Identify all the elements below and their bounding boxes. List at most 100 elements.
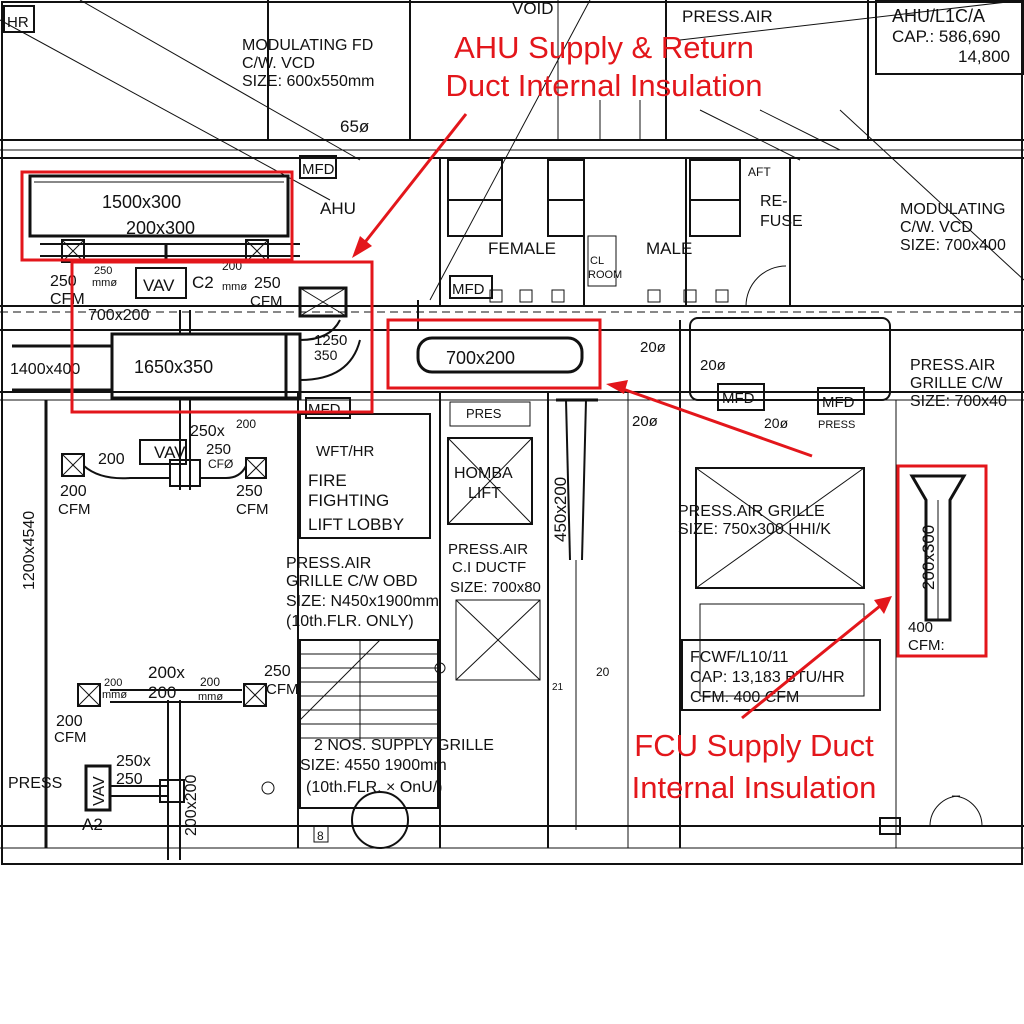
highlight-center-duct	[386, 318, 602, 390]
d20-label-4: 20ø	[764, 415, 789, 431]
vav-2-label: VAV	[154, 443, 186, 462]
d200x200-label-1: 200x	[148, 663, 185, 682]
female-label: FEMALE	[488, 239, 556, 258]
ahu-tag-line-3: 14,800	[958, 47, 1010, 66]
cl-room-label-2: ROOM	[588, 269, 622, 281]
supply-grille-line-1: 2 NOS. SUPPLY GRILLE	[314, 737, 494, 754]
pres-box-label: PRES	[466, 406, 502, 421]
ahu-tag-line-1: AHU/L1C/A	[892, 6, 985, 26]
n8-label: 8	[317, 829, 324, 843]
d250-cfm-a-label: CFM	[50, 291, 85, 308]
mm-b-label: mmø	[222, 281, 247, 293]
aft-label: AFT	[748, 165, 771, 179]
duct-200x300-r-label: 200x300	[919, 525, 938, 590]
a2-label: A2	[82, 815, 103, 834]
d250-a-label: 250	[50, 273, 77, 290]
fire-label-1: FIRE	[308, 471, 347, 490]
annotation-text: AHU Supply & Return Duct Internal Insula…	[445, 30, 876, 805]
d400-label-2: CFM:	[908, 637, 945, 654]
d250-d-label: 250	[236, 483, 263, 500]
d400-label-1: 400	[908, 619, 933, 636]
c2-label: C2	[192, 273, 214, 292]
supply-grille-line-2: SIZE: 4550 1900mm	[300, 757, 447, 774]
cfm-e-label: CFM	[266, 681, 299, 698]
duct-1200x4540-label: 1200x4540	[21, 511, 38, 590]
fcu-tag-line-3: CFM. 400 CFM	[690, 689, 799, 706]
press-grille-obd-line-4: (10th.FLR. ONLY)	[286, 613, 414, 630]
refuse-label-2: FUSE	[760, 213, 803, 230]
n21-label: 21	[552, 682, 564, 693]
press-cl-line-1: PRESS.AIR	[448, 541, 528, 558]
duct-1500x300-label: 1500x300	[102, 192, 181, 212]
mfd-r2-label: MFD	[822, 394, 855, 411]
d65-label: 65ø	[340, 117, 369, 136]
mod-fd-line-2: C/W. VCD	[242, 55, 315, 72]
mfd-top-label: MFD	[302, 161, 335, 178]
press-left-label: PRESS	[8, 775, 62, 792]
vav-3-label: VAV	[91, 776, 108, 806]
highlight-ahu-duct-upper	[20, 170, 294, 262]
hr-label: HR	[7, 14, 29, 31]
fcu-annotation-line-1: FCU Supply Duct	[634, 728, 874, 763]
d250x200-label-2: 200	[236, 417, 256, 431]
fcu-tag-line-1: FCWF/L10/11	[690, 649, 789, 666]
d250x250-label-1: 250x	[116, 753, 151, 770]
annotation-arrows	[352, 113, 892, 720]
n20-label: 20	[596, 665, 610, 679]
d20-label-3: 20ø	[632, 413, 658, 430]
d250x250-label-2: 250	[116, 771, 143, 788]
d250-b-label: 250	[254, 275, 281, 292]
d200x200-label-2: 200	[148, 683, 176, 702]
refuse-label-1: RE-	[760, 193, 788, 210]
d250-cfm-e-label: 250	[264, 663, 291, 680]
d200-cfm-label-2: CFM	[58, 501, 91, 518]
d200-l2-label: 200	[104, 677, 122, 689]
press-grille-r-line-1: PRESS.AIR	[910, 357, 995, 374]
d20-label-2: 20ø	[700, 357, 726, 374]
homba-label-2: LIFT	[468, 485, 501, 502]
mod-fd-line-1: MODULATING FD	[242, 37, 373, 54]
press-grille-obd-line-2: GRILLE C/W OBD	[286, 573, 418, 590]
plan-linework	[0, 0, 1024, 865]
mod-right-line-3: SIZE: 700x400	[900, 237, 1006, 254]
press-grille-r-line-2: GRILLE C/W	[910, 375, 1003, 392]
ductwork	[12, 174, 967, 860]
highlight-fcu-duct	[896, 464, 988, 658]
d200-cfm-f-label-1: 200	[56, 713, 83, 730]
duct-1400x400-label: 1400x400	[10, 361, 80, 378]
stair	[299, 639, 439, 849]
press-small-label: PRESS	[818, 419, 855, 431]
homba-label-1: HOMBA	[454, 465, 513, 482]
press-grille-r2-line-1: PRESS.AIR GRILLE	[678, 503, 825, 520]
duct-1250-label-b: 350	[314, 347, 338, 363]
mfd-mid-label: MFD	[452, 281, 485, 298]
d200-r2-label: 200	[200, 675, 220, 689]
mm-l2-label: mmø	[102, 689, 127, 701]
duct-200x200-vertical-label: 200x200	[183, 775, 200, 836]
press-grille-obd-line-3: SIZE: N450x1900mm	[286, 593, 439, 610]
wft-hr-label: WFT/HR	[316, 443, 374, 460]
d20-label-1: 20ø	[640, 339, 666, 356]
supply-grille-line-3: (10th.FLR. × OnU/)	[306, 779, 443, 796]
d250x200-label-1: 250x	[190, 423, 225, 440]
d200-cfm-f-label-2: CFM	[54, 729, 87, 746]
duct-1650x350-label: 1650x350	[134, 357, 213, 377]
fcu-annotation-line-2: Internal Insulation	[632, 770, 877, 805]
fcu-tag-line-2: CAP: 13,183 BTU/HR	[690, 669, 845, 686]
duct-700x200-center-label: 700x200	[446, 348, 515, 368]
ahu-annotation-line-2: Duct Internal Insulation	[445, 68, 762, 103]
fire-label-3: LIFT LOBBY	[308, 515, 404, 534]
press-air-top-label: PRESS.AIR	[682, 7, 773, 26]
d200-left-label: 200	[98, 451, 125, 468]
press-grille-obd-line-1: PRESS.AIR	[286, 555, 371, 572]
void-label: VOID	[512, 0, 554, 18]
cfm-b-label: CFM	[250, 293, 283, 310]
ahu-tag-line-2: CAP.: 586,690	[892, 27, 1000, 46]
press-grille-r-line-3: SIZE: 700x40	[910, 393, 1007, 410]
duct-1250-label-a: 1250	[314, 332, 347, 349]
mfd-r1-label: MFD	[722, 390, 755, 407]
cfm-c-label: CFØ	[208, 457, 233, 471]
ahu-room-label: AHU	[320, 199, 356, 218]
highlight-ahu-duct-main	[70, 260, 374, 414]
